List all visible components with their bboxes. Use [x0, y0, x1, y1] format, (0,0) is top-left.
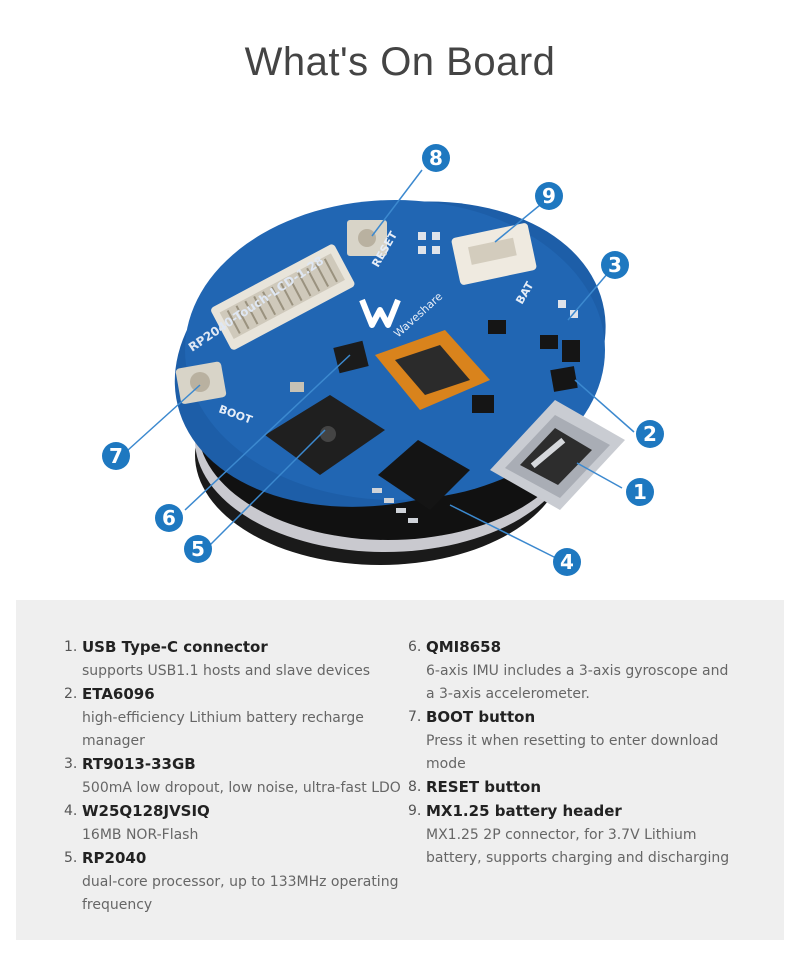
list-item: 4. W25Q128JVSIQ 16MB NOR-Flash: [64, 800, 404, 847]
item-name: RESET button: [426, 778, 542, 796]
item-desc: supports USB1.1 hosts and slave devices: [82, 663, 371, 679]
rt9013-chip: [540, 335, 558, 349]
callout-badge-7: 7: [102, 442, 130, 470]
item-name: ETA6096: [82, 685, 155, 703]
item-name: MX1.25 battery header: [426, 802, 622, 820]
callout-badge-6: 6: [155, 504, 183, 532]
svg-text:5: 5: [191, 537, 205, 561]
item-number: 9.: [408, 803, 422, 819]
callout-badge-5: 5: [184, 535, 212, 563]
svg-text:6: 6: [162, 506, 176, 530]
components-panel: 1. USB Type-C connector supports USB1.1 h…: [16, 600, 784, 940]
usb-c-connector: [490, 400, 625, 510]
svg-text:8: 8: [429, 146, 443, 170]
item-desc: 6-axis IMU includes a 3-axis gyroscope a…: [426, 663, 729, 702]
item-number: 1.: [64, 639, 78, 655]
list-item: 3. RT9013-33GB 500mA low dropout, low noi…: [64, 753, 404, 800]
callout-badge-9: 9: [535, 182, 563, 210]
small-ic-3: [488, 320, 506, 334]
callout-badge-2: 2: [636, 420, 664, 448]
callout-badge-4: 4: [553, 548, 581, 576]
item-name: BOOT button: [426, 708, 536, 726]
callout-badge-1: 1: [626, 478, 654, 506]
qmi8658-chip: [333, 340, 369, 374]
item-number: 5.: [64, 850, 78, 866]
callout-badge-3: 3: [601, 251, 629, 279]
boot-button-part: [175, 361, 227, 404]
item-number: 7.: [408, 709, 422, 725]
flash-chip: [372, 440, 470, 523]
svg-text:2: 2: [643, 422, 657, 446]
list-item: 1. USB Type-C connector supports USB1.1 h…: [64, 636, 404, 683]
leader-lines: [127, 169, 635, 559]
item-number: 6.: [408, 639, 422, 655]
small-ic-2: [472, 395, 494, 413]
components-list-right: 6. QMI8658 6-axis IMU includes a 3-axis g…: [408, 636, 738, 870]
item-desc: MX1.25 2P connector, for 3.7V Lithium ba…: [426, 827, 730, 866]
item-number: 8.: [408, 779, 422, 795]
crystal: [290, 382, 304, 392]
list-item: 2. ETA6096 high-efficiency Lithium batter…: [64, 683, 404, 753]
item-number: 4.: [64, 803, 78, 819]
item-desc: 16MB NOR-Flash: [82, 827, 199, 843]
list-item: 8. RESET button: [408, 776, 738, 800]
callout-badge-8: 8: [422, 144, 450, 172]
eta6096-chip: [550, 366, 578, 392]
item-desc: dual-core processor, up to 133MHz operat…: [82, 874, 399, 913]
list-item: 6. QMI8658 6-axis IMU includes a 3-axis g…: [408, 636, 738, 706]
item-name: QMI8658: [426, 638, 502, 656]
item-name: W25Q128JVSIQ: [82, 802, 210, 820]
svg-text:4: 4: [560, 550, 574, 574]
small-ic: [562, 340, 580, 362]
item-number: 2.: [64, 686, 78, 702]
item-number: 3.: [64, 756, 78, 772]
svg-text:7: 7: [109, 444, 123, 468]
item-name: RT9013-33GB: [82, 755, 196, 773]
fpc-connector: [211, 244, 355, 350]
item-desc: high-efficiency Lithium battery recharge…: [82, 710, 364, 749]
svg-text:3: 3: [608, 253, 622, 277]
item-desc: 500mA low dropout, low noise, ultra-fast…: [82, 780, 401, 796]
page-title: What's On Board: [244, 40, 556, 84]
item-desc: Press it when resetting to enter downloa…: [426, 733, 719, 772]
svg-text:1: 1: [633, 480, 647, 504]
components-list-left: 1. USB Type-C connector supports USB1.1 h…: [64, 636, 404, 917]
item-name: RP2040: [82, 849, 147, 867]
list-item: 5. RP2040 dual-core processor, up to 133M…: [64, 847, 404, 917]
item-name: USB Type-C connector: [82, 638, 268, 656]
board-diagram: RESET BOOT RP2040-Touch-LCD-1.28 Wavesha…: [102, 144, 664, 576]
battery-header-part: [451, 223, 537, 285]
waveshare-logo: [359, 298, 401, 328]
svg-text:9: 9: [542, 184, 556, 208]
lcd-fpc-area: [375, 330, 490, 410]
